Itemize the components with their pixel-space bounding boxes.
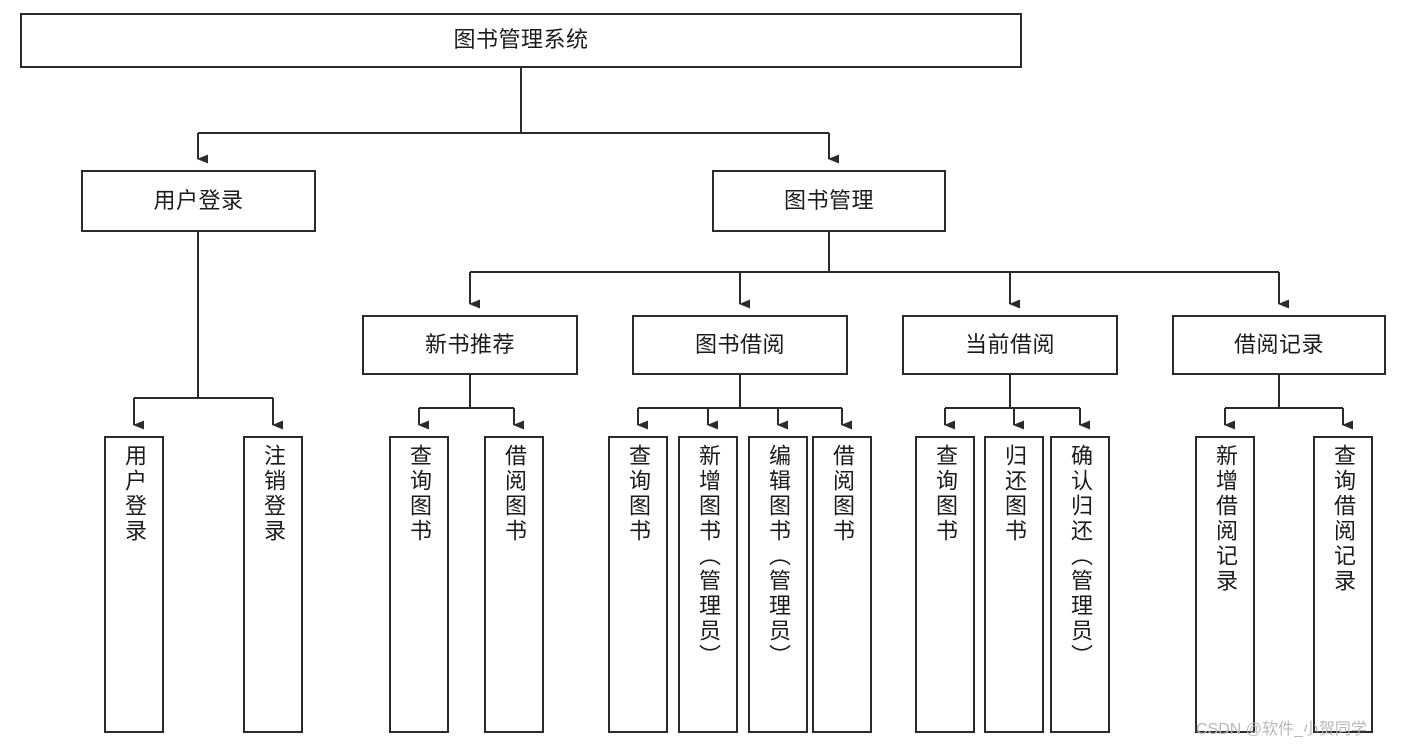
leaf-node-归还图书-9[interactable]: 归还图书: [984, 436, 1044, 733]
leaf-node-查询图书-2[interactable]: 查询图书: [389, 436, 449, 733]
node-label: 查询图书: [626, 444, 651, 544]
leaf-node-新增借阅记录-11[interactable]: 新增借阅记录: [1195, 436, 1255, 733]
node-label: 确认归还（管理员）: [1068, 444, 1093, 669]
leaf-node-编辑图书管理员-6[interactable]: 编辑图书（管理员）: [748, 436, 808, 733]
submodule-node-新书推荐-0[interactable]: 新书推荐: [362, 315, 578, 375]
node-label: 借阅图书: [830, 444, 855, 544]
leaf-node-借阅图书-3[interactable]: 借阅图书: [484, 436, 544, 733]
node-label: 编辑图书（管理员）: [766, 444, 791, 669]
node-label: 图书管理系统: [453, 27, 589, 53]
leaf-node-查询借阅记录-12[interactable]: 查询借阅记录: [1313, 436, 1373, 733]
leaf-node-用户登录-0[interactable]: 用户登录: [104, 436, 164, 733]
leaf-node-确认归还管理员-10[interactable]: 确认归还（管理员）: [1050, 436, 1110, 733]
node-label: 借阅图书: [502, 444, 527, 544]
node-label: 当前借阅: [964, 331, 1055, 357]
leaf-node-注销登录-1[interactable]: 注销登录: [243, 436, 303, 733]
node-label: 查询借阅记录: [1331, 444, 1356, 594]
node-label: 查询图书: [407, 444, 432, 544]
node-label: 新书推荐: [424, 331, 515, 357]
watermark-label: CSDN @软件_小贺同学: [1196, 721, 1367, 738]
node-label: 查询图书: [933, 444, 958, 544]
submodule-node-借阅记录-3[interactable]: 借阅记录: [1172, 315, 1386, 375]
node-label: 借阅记录: [1233, 331, 1324, 357]
leaf-node-新增图书管理员-5[interactable]: 新增图书（管理员）: [678, 436, 738, 733]
node-label: 新增图书（管理员）: [696, 444, 721, 669]
submodule-node-图书借阅-1[interactable]: 图书借阅: [632, 315, 848, 375]
node-label: 用户登录: [122, 444, 147, 544]
node-label: 用户登录: [153, 187, 244, 213]
leaf-node-借阅图书-7[interactable]: 借阅图书: [812, 436, 872, 733]
leaf-node-查询图书-8[interactable]: 查询图书: [915, 436, 975, 733]
node-label: 注销登录: [261, 444, 286, 544]
module-node-用户登录-0[interactable]: 用户登录: [81, 170, 316, 232]
root-node-图书管理系统[interactable]: 图书管理系统: [20, 13, 1022, 68]
node-label: 图书管理: [783, 187, 874, 213]
node-label: 图书借阅: [694, 331, 785, 357]
node-label: 归还图书: [1002, 444, 1027, 544]
module-node-图书管理-1[interactable]: 图书管理: [712, 170, 946, 232]
leaf-node-查询图书-4[interactable]: 查询图书: [608, 436, 668, 733]
node-label: 新增借阅记录: [1213, 444, 1238, 594]
submodule-node-当前借阅-2[interactable]: 当前借阅: [902, 315, 1118, 375]
